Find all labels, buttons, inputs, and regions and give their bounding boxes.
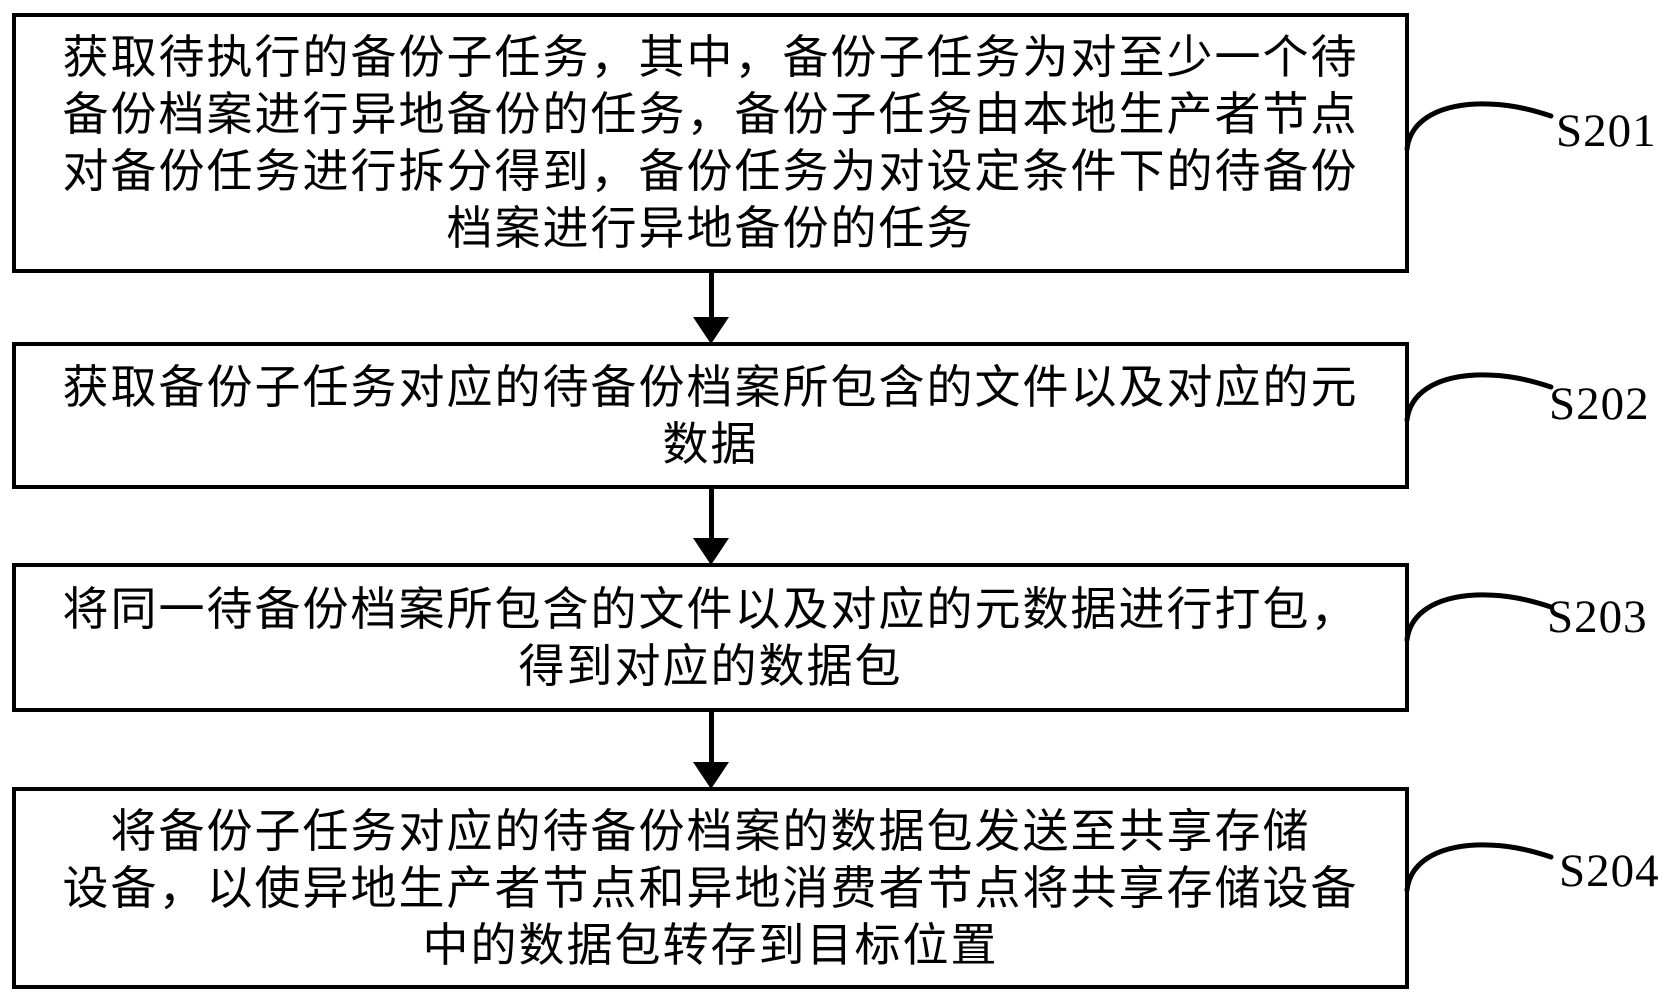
flow-step-box-s203: 将同一待备份档案所包含的文件以及对应的元数据进行打包， 得到对应的数据包 xyxy=(12,563,1409,712)
leader-curve-s203 xyxy=(1404,592,1554,643)
step-label-s203: S203 xyxy=(1547,591,1648,643)
flow-step-box-s202: 获取备份子任务对应的待备份档案所包含的文件以及对应的元 数据 xyxy=(12,342,1409,489)
step-text-line: 获取备份子任务对应的待备份档案所包含的文件以及对应的元 xyxy=(62,361,1359,413)
step-text-line: 得到对应的数据包 xyxy=(518,640,903,692)
arrow-head-icon xyxy=(693,317,729,344)
step-label-s204: S204 xyxy=(1559,845,1660,897)
step-label-s202: S202 xyxy=(1549,378,1650,430)
arrow-shaft xyxy=(708,486,714,538)
flow-step-box-s201: 获取待执行的备份子任务，其中，备份子任务为对至少一个待 备份档案进行异地备份的任… xyxy=(12,13,1409,273)
step-text-line: 档案进行异地备份的任务 xyxy=(446,203,975,254)
step-text-line: 设备，以使异地生产者节点和异地消费者节点将共享存储设备 xyxy=(62,862,1359,914)
step-text-line: 数据 xyxy=(662,418,759,470)
arrow-head-icon xyxy=(693,538,729,565)
arrow-head-icon xyxy=(693,762,729,789)
step-text-line: 将同一待备份档案所包含的文件以及对应的元数据进行打包， xyxy=(62,583,1359,635)
down-arrow-3 xyxy=(693,709,729,789)
leader-curve-s204 xyxy=(1404,842,1554,893)
down-arrow-2 xyxy=(693,486,729,565)
step-label-s201: S201 xyxy=(1556,105,1657,157)
arrow-shaft xyxy=(708,270,714,317)
step-text-line: 获取待执行的备份子任务，其中，备份子任务为对至少一个待 xyxy=(62,32,1359,83)
leader-curve-s202 xyxy=(1404,372,1554,423)
step-text-line: 对备份任务进行拆分得到，备份任务为对设定条件下的待备份 xyxy=(62,146,1359,197)
step-text-line: 将备份子任务对应的待备份档案的数据包发送至共享存储 xyxy=(110,805,1311,857)
step-text-line: 备份档案进行异地备份的任务，备份子任务由本地生产者节点 xyxy=(62,89,1359,140)
step-text-line: 中的数据包转存到目标位置 xyxy=(422,919,999,971)
flow-step-box-s204: 将备份子任务对应的待备份档案的数据包发送至共享存储 设备，以使异地生产者节点和异… xyxy=(12,787,1409,989)
arrow-shaft xyxy=(708,709,714,762)
leader-curve-s201 xyxy=(1404,101,1554,152)
down-arrow-1 xyxy=(693,270,729,344)
